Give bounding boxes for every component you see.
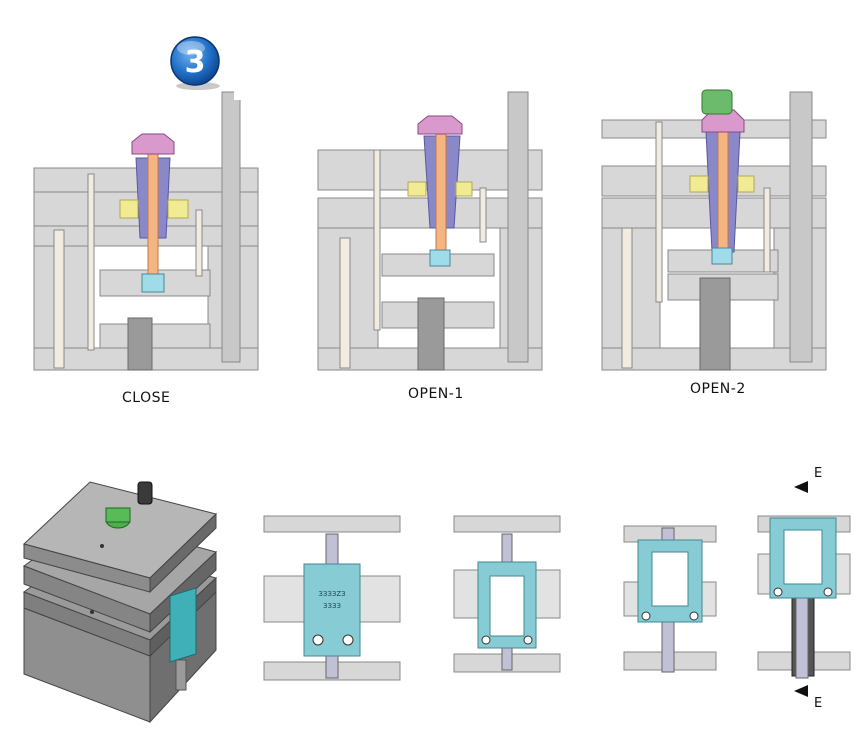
bolt-left bbox=[773, 587, 783, 597]
slide-yellow-left bbox=[119, 199, 139, 219]
core-pin-orange bbox=[717, 127, 729, 255]
slide-yellow-left bbox=[407, 181, 427, 197]
slide-yellow-left bbox=[689, 175, 709, 193]
stage-label-open-2: OPEN-2 bbox=[690, 381, 746, 397]
core-pin-orange bbox=[147, 149, 159, 283]
latch-slot bbox=[489, 575, 525, 637]
core-pin-orange bbox=[435, 125, 447, 257]
bolt-right bbox=[689, 611, 699, 621]
latch-view-2 bbox=[453, 515, 561, 673]
cap-green bbox=[701, 89, 733, 115]
side-rail bbox=[221, 91, 241, 363]
sprue-bushing bbox=[417, 297, 445, 371]
section-label-top: E bbox=[814, 466, 823, 481]
core-collar bbox=[429, 249, 451, 267]
slide-yellow-right bbox=[737, 175, 755, 193]
hole-top bbox=[100, 544, 104, 548]
return-pin-left bbox=[373, 149, 381, 331]
return-pin-right bbox=[479, 187, 487, 243]
hole-lower bbox=[90, 610, 94, 614]
section-label-bottom: E bbox=[814, 696, 823, 711]
cyan-latch-bar bbox=[169, 587, 197, 663]
slide-yellow-right bbox=[167, 199, 189, 219]
leader-pin-left bbox=[339, 237, 351, 369]
rail-top bbox=[453, 515, 561, 533]
side-rail-cap bbox=[234, 90, 244, 100]
mold-open-2-view bbox=[601, 89, 827, 371]
ejector-plate bbox=[99, 323, 211, 349]
bolt-left bbox=[641, 611, 651, 621]
cap-pink bbox=[131, 133, 175, 155]
green-cap-body bbox=[105, 507, 131, 523]
latch-rod bbox=[175, 659, 187, 691]
mold-open-1-view bbox=[317, 91, 543, 371]
bolt-right bbox=[823, 587, 833, 597]
bolt-left bbox=[312, 634, 324, 646]
mold-isometric-view bbox=[22, 481, 217, 724]
latch-slot bbox=[783, 529, 823, 585]
side-rail bbox=[507, 91, 529, 363]
latch-view-1: ЗЗЗЗZЗ ЗЗЗЗ bbox=[263, 515, 401, 681]
latch-view-section bbox=[757, 515, 851, 679]
plate-top-front bbox=[149, 512, 217, 594]
side-rail bbox=[789, 91, 813, 363]
cap-pink bbox=[417, 115, 463, 135]
bolt-right bbox=[342, 634, 354, 646]
stage-label-close: CLOSE bbox=[122, 390, 171, 406]
plate-text-2: ЗЗЗЗ bbox=[323, 602, 341, 610]
core-collar bbox=[711, 247, 733, 265]
section-arrow-top bbox=[794, 481, 808, 493]
bolt-left bbox=[481, 635, 491, 645]
section-arrow-bottom bbox=[794, 685, 808, 697]
step-number: 3 bbox=[185, 45, 206, 80]
leader-pin-left bbox=[621, 227, 633, 369]
bolt-right bbox=[523, 635, 533, 645]
sprue-bushing bbox=[699, 277, 731, 371]
return-pin-right bbox=[763, 187, 771, 273]
return-pin-left bbox=[655, 121, 663, 303]
core-collar bbox=[141, 273, 165, 293]
black-nozzle bbox=[137, 481, 153, 505]
latch-slot bbox=[651, 551, 689, 607]
return-pin-right bbox=[195, 209, 203, 277]
mold-close-view bbox=[33, 90, 259, 371]
latch-view-3 bbox=[623, 525, 717, 673]
plate-text-1: ЗЗЗЗZЗ bbox=[318, 590, 346, 598]
leader-pin-left bbox=[53, 229, 65, 369]
step-badge: 3 bbox=[170, 36, 220, 90]
slide-yellow-right bbox=[455, 181, 473, 197]
return-pin-left bbox=[87, 173, 95, 351]
stage-label-open-1: OPEN-1 bbox=[408, 386, 464, 402]
sprue-bushing bbox=[127, 317, 153, 371]
rail-top bbox=[263, 515, 401, 533]
